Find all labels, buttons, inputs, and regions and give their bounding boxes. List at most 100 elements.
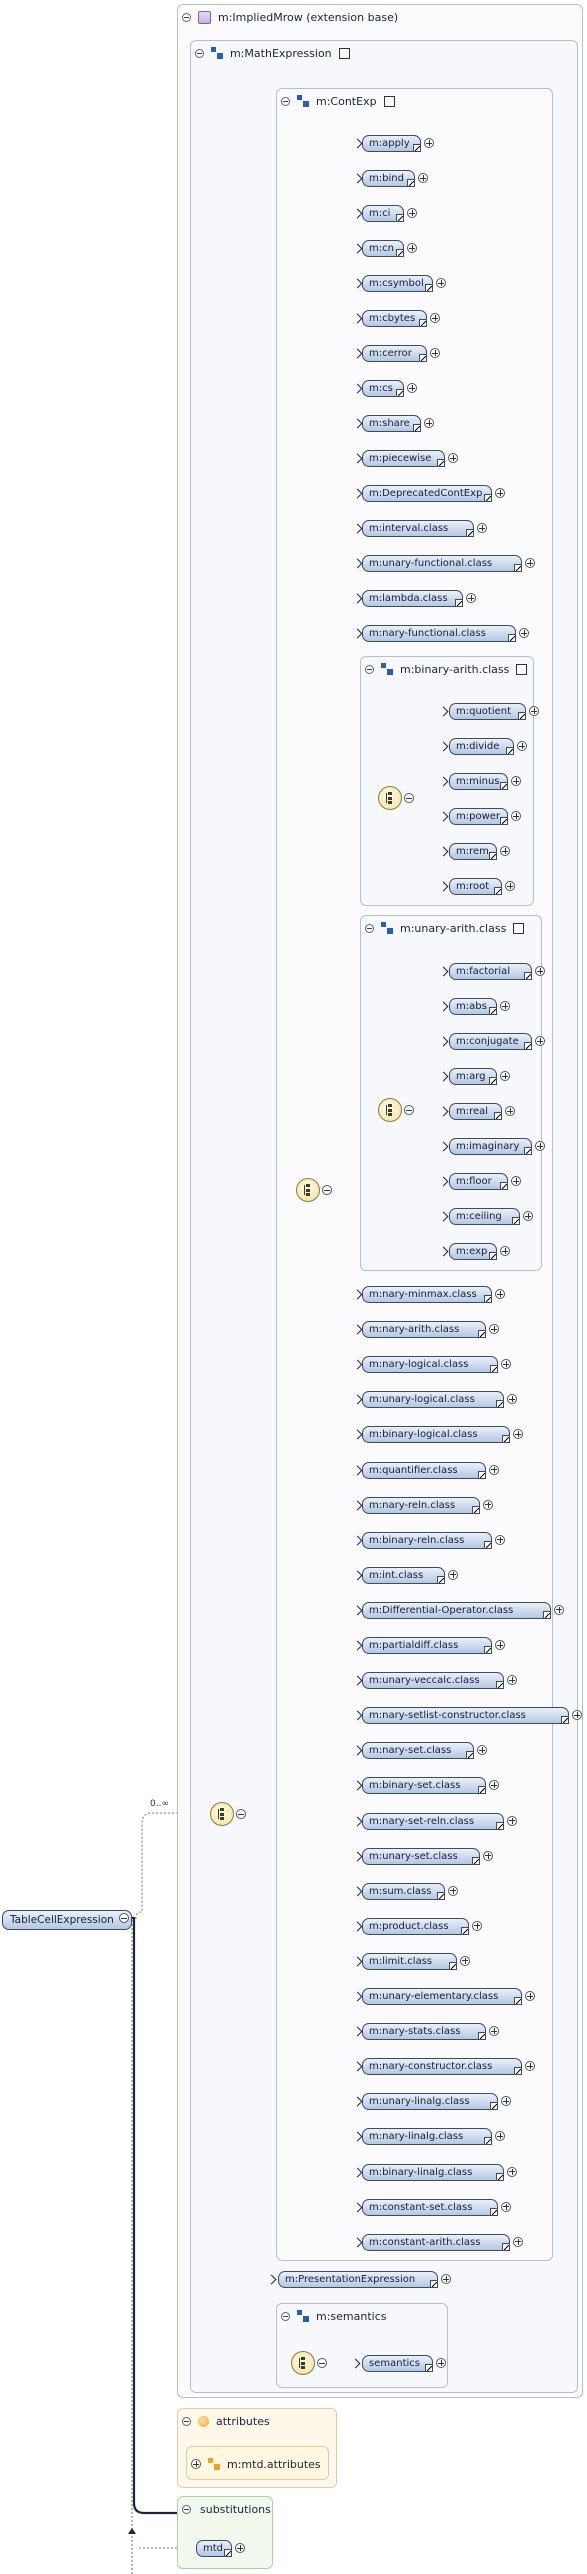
expand-icon[interactable] bbox=[191, 2459, 201, 2469]
element-int-class[interactable]: m:int.class bbox=[362, 1566, 445, 1584]
element-nary-arith-class[interactable]: m:nary-arith.class bbox=[362, 1321, 486, 1339]
expand-icon[interactable] bbox=[501, 2201, 511, 2212]
element-cs[interactable]: m:cs bbox=[362, 380, 404, 397]
root-element-table-cell-expression[interactable]: TableCellExpression bbox=[2, 1910, 132, 1930]
element-lambda-class[interactable]: m:lambda.class bbox=[362, 590, 463, 607]
element-nary-stats-class[interactable]: m:nary-stats.class bbox=[362, 2023, 486, 2041]
element-cn[interactable]: m:cn bbox=[362, 240, 404, 257]
expand-icon[interactable] bbox=[572, 1710, 582, 1721]
expand-icon[interactable] bbox=[483, 1499, 493, 1510]
collapse-icon[interactable] bbox=[404, 1105, 414, 1115]
element-rem[interactable]: m:rem bbox=[449, 843, 497, 860]
expand-icon[interactable] bbox=[511, 776, 521, 786]
expand-icon[interactable] bbox=[472, 1920, 482, 1931]
element-limit-class[interactable]: m:limit.class bbox=[362, 1952, 457, 1970]
element-imaginary[interactable]: m:imaginary bbox=[449, 1138, 532, 1155]
element-nary-logical-class[interactable]: m:nary-logical.class bbox=[362, 1356, 498, 1374]
expand-icon[interactable] bbox=[554, 1604, 564, 1615]
expand-icon[interactable] bbox=[436, 278, 446, 288]
element-abs[interactable]: m:abs bbox=[449, 998, 497, 1015]
expand-icon[interactable] bbox=[436, 2358, 446, 2368]
element-unary-elementary-class[interactable]: m:unary-elementary.class bbox=[362, 1988, 522, 2005]
element-differential-operator-class[interactable]: m:Differential-Operator.class bbox=[362, 1601, 551, 1619]
element-binary-set-class[interactable]: m:binary-set.class bbox=[362, 1777, 486, 1795]
expand-icon[interactable] bbox=[500, 1071, 510, 1081]
element-nary-setlist-constructor-class[interactable]: m:nary-setlist-constructor.class bbox=[362, 1707, 569, 1725]
element-deprecatedcontexp[interactable]: m:DeprecatedContExp bbox=[362, 485, 492, 502]
element-unary-linalg-class[interactable]: m:unary-linalg.class bbox=[362, 2093, 498, 2111]
collapse-icon[interactable] bbox=[404, 793, 414, 803]
expand-icon[interactable] bbox=[500, 1246, 510, 1256]
element-unary-veccalc-class[interactable]: m:unary-veccalc.class bbox=[362, 1672, 504, 1690]
element-apply[interactable]: m:apply bbox=[362, 135, 421, 152]
element-root[interactable]: m:root bbox=[449, 878, 502, 895]
expand-icon[interactable] bbox=[489, 2026, 499, 2037]
expand-icon[interactable] bbox=[517, 741, 527, 751]
collapse-icon[interactable] bbox=[119, 1913, 129, 1923]
expand-icon[interactable] bbox=[477, 523, 487, 533]
element-piecewise[interactable]: m:piecewise bbox=[362, 450, 445, 467]
element-bind[interactable]: m:bind bbox=[362, 170, 415, 187]
expand-icon[interactable] bbox=[535, 1141, 545, 1151]
expand-icon[interactable] bbox=[513, 2236, 523, 2247]
collapse-toggle[interactable] bbox=[182, 2416, 191, 2426]
collapse-toggle[interactable] bbox=[182, 12, 191, 22]
element-sum-class[interactable]: m:sum.class bbox=[362, 1882, 445, 1900]
expand-icon[interactable] bbox=[424, 418, 434, 428]
expand-icon[interactable] bbox=[505, 1106, 515, 1116]
expand-icon[interactable] bbox=[418, 173, 428, 183]
expand-icon[interactable] bbox=[525, 1991, 535, 2001]
expand-icon[interactable] bbox=[507, 2166, 517, 2177]
element-unary-set-class[interactable]: m:unary-set.class bbox=[362, 1847, 480, 1865]
element-ci[interactable]: m:ci bbox=[362, 205, 404, 222]
collapse-toggle[interactable] bbox=[365, 664, 374, 674]
expand-icon[interactable] bbox=[441, 2274, 451, 2284]
expand-icon[interactable] bbox=[529, 706, 539, 716]
expand-icon[interactable] bbox=[501, 2096, 511, 2107]
collapse-toggle[interactable] bbox=[365, 923, 374, 933]
expand-icon[interactable] bbox=[495, 1289, 505, 1299]
expand-icon[interactable] bbox=[525, 558, 535, 568]
collapse-toggle[interactable] bbox=[195, 48, 204, 58]
element-binary-logical-class[interactable]: m:binary-logical.class bbox=[362, 1426, 510, 1444]
expand-icon[interactable] bbox=[495, 1534, 505, 1545]
expand-icon[interactable] bbox=[511, 1176, 521, 1186]
element-presentationexpression[interactable]: m:PresentationExpression bbox=[278, 2271, 438, 2288]
element-binary-reln-class[interactable]: m:binary-reln.class bbox=[362, 1531, 492, 1549]
collapse-toggle[interactable] bbox=[281, 2311, 290, 2321]
expand-icon[interactable] bbox=[483, 1850, 493, 1861]
element-quantifier-class[interactable]: m:quantifier.class bbox=[362, 1461, 486, 1479]
element-cbytes[interactable]: m:cbytes bbox=[362, 310, 427, 327]
expand-icon[interactable] bbox=[407, 383, 417, 393]
mtd-attributes-label[interactable]: m:mtd.attributes bbox=[227, 2457, 321, 2471]
element-mtd[interactable]: mtd bbox=[196, 2540, 232, 2557]
expand-icon[interactable] bbox=[513, 1429, 523, 1440]
element-floor[interactable]: m:floor bbox=[449, 1173, 508, 1190]
expand-icon[interactable] bbox=[489, 1464, 499, 1475]
expand-icon[interactable] bbox=[500, 1001, 510, 1011]
element-minus[interactable]: m:minus bbox=[449, 773, 508, 790]
element-nary-reln-class[interactable]: m:nary-reln.class bbox=[362, 1496, 480, 1514]
expand-icon[interactable] bbox=[407, 208, 417, 218]
expand-icon[interactable] bbox=[477, 1745, 487, 1756]
element-nary-minmax-class[interactable]: m:nary-minmax.class bbox=[362, 1286, 492, 1303]
expand-icon[interactable] bbox=[430, 313, 440, 323]
expand-icon[interactable] bbox=[535, 966, 545, 976]
element-nary-set-class[interactable]: m:nary-set.class bbox=[362, 1742, 474, 1760]
expand-icon[interactable] bbox=[500, 846, 510, 856]
element-product-class[interactable]: m:product.class bbox=[362, 1917, 469, 1935]
element-divide[interactable]: m:divide bbox=[449, 738, 514, 755]
element-ceiling[interactable]: m:ceiling bbox=[449, 1208, 520, 1225]
expand-icon[interactable] bbox=[495, 1640, 505, 1650]
expand-icon[interactable] bbox=[495, 488, 505, 498]
collapse-icon[interactable] bbox=[322, 1185, 332, 1195]
expand-icon[interactable] bbox=[489, 1780, 499, 1791]
element-conjugate[interactable]: m:conjugate bbox=[449, 1033, 532, 1050]
element-nary-linalg-class[interactable]: m:nary-linalg.class bbox=[362, 2128, 492, 2146]
expand-icon[interactable] bbox=[507, 1815, 517, 1826]
element-arg[interactable]: m:arg bbox=[449, 1068, 497, 1085]
collapse-toggle[interactable] bbox=[281, 96, 290, 106]
element-csymbol[interactable]: m:csymbol bbox=[362, 275, 433, 292]
element-factorial[interactable]: m:factorial bbox=[449, 963, 532, 980]
expand-icon[interactable] bbox=[511, 811, 521, 821]
